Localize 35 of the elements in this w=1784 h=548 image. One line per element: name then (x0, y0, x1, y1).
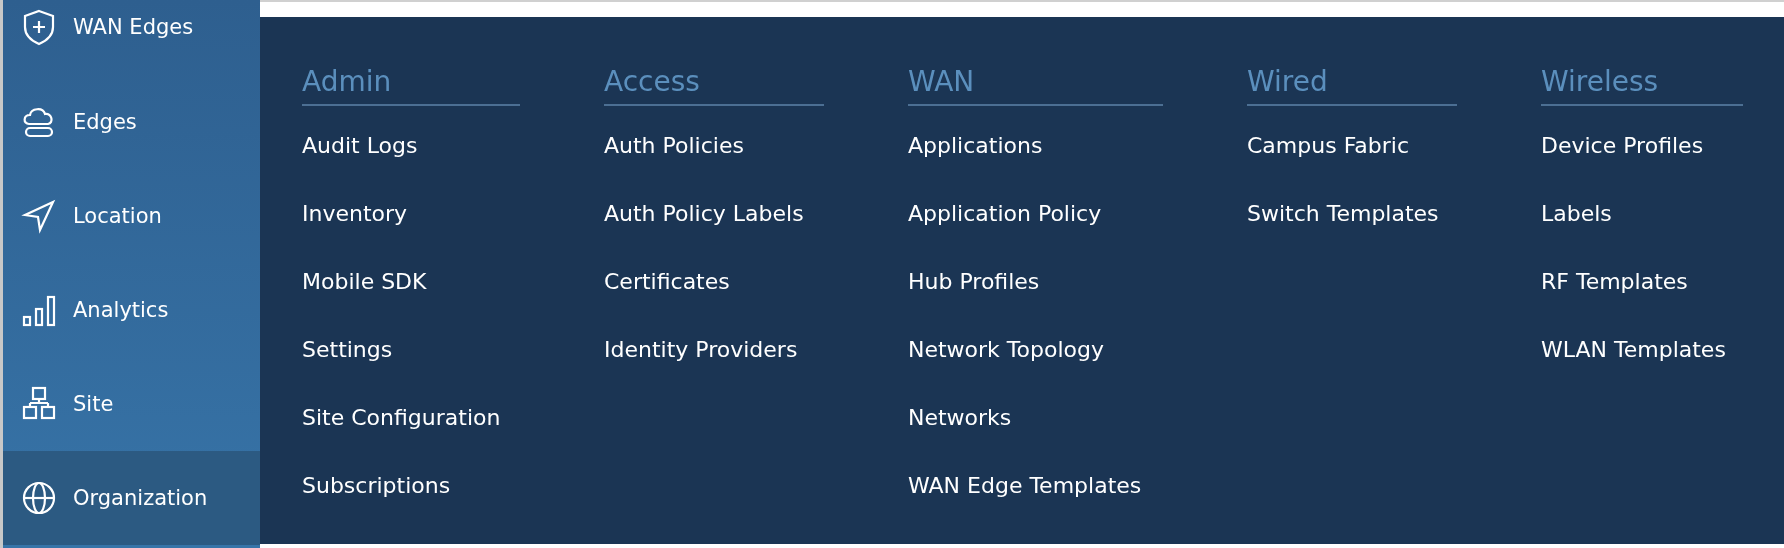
menu-link: Networks (908, 404, 1013, 432)
nav-item: Analytics (3, 263, 260, 357)
menu-heading: Wireless (1541, 65, 1743, 106)
menu-link: Application Policy (908, 200, 1103, 228)
menu-link: Site Configuration (302, 404, 502, 432)
nav-item: Location (3, 169, 260, 263)
menu-heading: WAN (908, 65, 1163, 106)
menu-link: Certificates (604, 268, 731, 296)
menu-link: Applications (908, 132, 1044, 160)
menu-link: Settings (302, 336, 394, 364)
menu-link: Inventory (302, 200, 409, 228)
nav-item: Organization (3, 451, 260, 545)
menu-link: Switch Templates (1247, 200, 1440, 228)
menu-link: Network Topology (908, 336, 1105, 364)
nav-item: Edges (3, 75, 260, 169)
menu-link: Auth Policy Labels (604, 200, 805, 228)
menu-link: Subscriptions (302, 472, 452, 500)
sidebar (0, 0, 260, 548)
menu-link: Campus Fabric (1247, 132, 1410, 160)
menu-link: Identity Providers (604, 336, 799, 364)
menu-heading: Admin (302, 65, 520, 106)
nav-item: WAN Edges (3, 0, 260, 74)
nav-item: Site (3, 357, 260, 451)
menu-heading: Access (604, 65, 824, 106)
menu-link: Labels (1541, 200, 1613, 228)
menu-link: Device Profiles (1541, 132, 1705, 160)
dropdown-panel (260, 17, 1784, 544)
menu-link: Hub Profiles (908, 268, 1041, 296)
menu-link: Audit Logs (302, 132, 419, 160)
menu-heading: Wired (1247, 65, 1457, 106)
menu-link: Auth Policies (604, 132, 745, 160)
menu-link: WLAN Templates (1541, 336, 1727, 364)
menu-link: Mobile SDK (302, 268, 428, 296)
menu-link: WAN Edge Templates (908, 472, 1143, 500)
menu-link: RF Templates (1541, 268, 1689, 296)
